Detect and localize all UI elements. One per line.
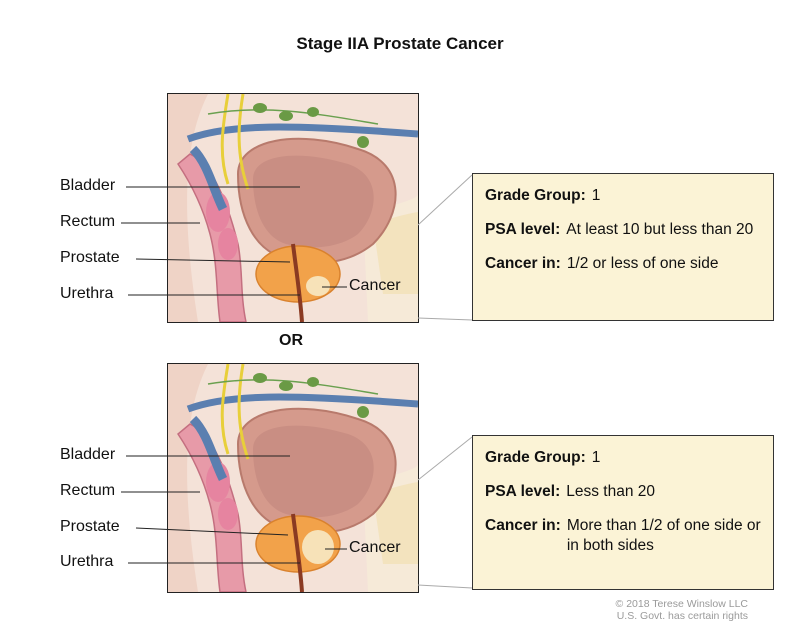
info-value: 1/2 or less of one side	[566, 255, 719, 272]
info-key: Grade Group:	[485, 449, 586, 466]
label-urethra-2: Urethra	[60, 553, 114, 570]
info-key: Grade Group:	[485, 187, 586, 204]
info-value: Less than 20	[566, 483, 656, 500]
info-row-grade-group: Grade Group: 1	[485, 448, 763, 468]
info-row-psa-level: PSA level: Less than 20	[485, 482, 763, 502]
info-row-psa-level: PSA level: At least 10 but less than 20	[485, 220, 763, 240]
copyright-line-1: © 2018 Terese Winslow LLC	[615, 598, 748, 610]
label-rectum-2: Rectum	[60, 482, 116, 499]
anatomy-illustration-2	[167, 363, 419, 593]
or-separator: OR	[279, 332, 303, 349]
info-row-cancer-in: Cancer in: More than 1/2 of one side or …	[485, 516, 763, 556]
info-value: More than 1/2 of one side or in both sid…	[566, 517, 761, 554]
stage-info-box-2: Grade Group: 1 PSA level: Less than 20 C…	[472, 435, 774, 590]
info-key: PSA level:	[485, 221, 561, 238]
info-row-grade-group: Grade Group: 1	[485, 186, 763, 206]
label-cancer-2: Cancer	[349, 539, 401, 556]
info-value: At least 10 but less than 20	[566, 221, 754, 238]
copyright-line-2: U.S. Govt. has certain rights	[616, 610, 748, 622]
info-key: Cancer in:	[485, 517, 561, 534]
info-value: 1	[591, 187, 601, 204]
diagram-title: Stage IIA Prostate Cancer	[296, 34, 504, 53]
label-prostate-2: Prostate	[60, 518, 120, 535]
label-urethra-1: Urethra	[60, 285, 114, 302]
copyright-notice: © 2018 Terese Winslow LLC U.S. Govt. has…	[616, 598, 748, 622]
info-key: Cancer in:	[485, 255, 561, 272]
stage-info-box-1: Grade Group: 1 PSA level: At least 10 bu…	[472, 173, 774, 321]
anatomy-illustration-1	[167, 93, 419, 323]
label-rectum-1: Rectum	[60, 213, 116, 230]
info-value: 1	[591, 449, 601, 466]
label-cancer-1: Cancer	[349, 277, 401, 294]
label-bladder-1: Bladder	[60, 177, 116, 194]
info-key: PSA level:	[485, 483, 561, 500]
info-row-cancer-in: Cancer in: 1/2 or less of one side	[485, 254, 763, 274]
label-prostate-1: Prostate	[60, 249, 120, 266]
label-bladder-2: Bladder	[60, 446, 116, 463]
